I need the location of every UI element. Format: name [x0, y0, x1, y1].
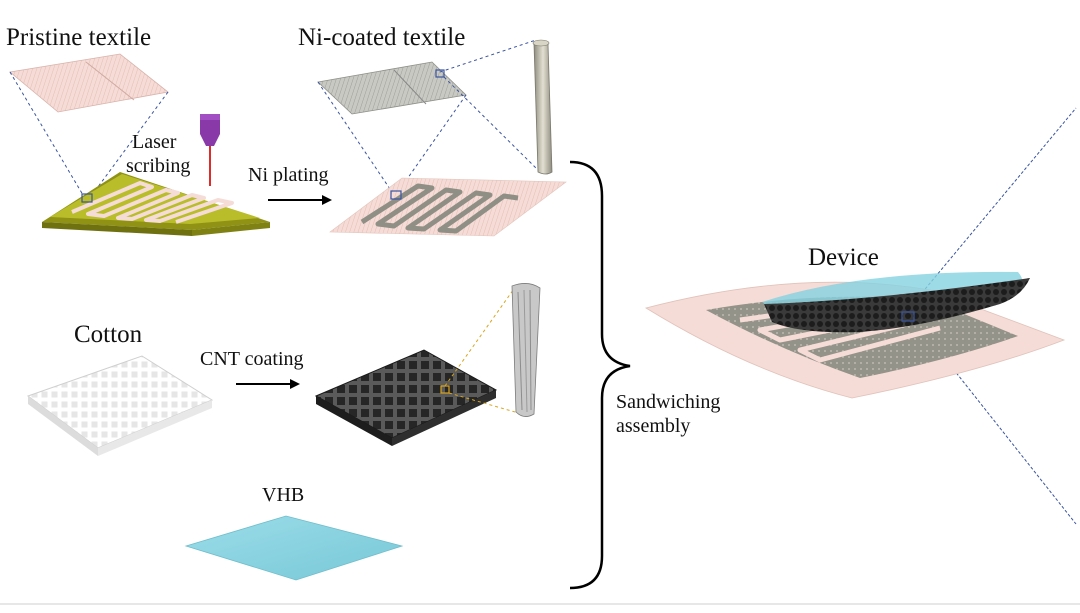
ni-coated-textile-label: Ni-coated textile — [298, 24, 466, 51]
laser-scribing-label: Laser scribing — [126, 130, 190, 178]
sandwiching-label-line1: Sandwiching — [616, 391, 721, 413]
cnt-zoom-lines — [444, 285, 523, 415]
ni-coated-textile-swatch — [317, 61, 467, 115]
assembly-brace — [569, 160, 631, 590]
cotton-fabric — [26, 355, 214, 456]
cnt-coating-arrow — [236, 379, 300, 389]
cnt-coating-label: CNT coating — [200, 348, 304, 370]
device-stack — [644, 271, 1066, 399]
laser-nozzle — [200, 114, 220, 186]
ni-coated-zoom-lines — [317, 39, 541, 193]
pristine-textile-label: Pristine textile — [6, 24, 152, 51]
ni-plated-electrode — [329, 177, 567, 237]
pristine-textile-swatch — [9, 53, 169, 113]
laser-scribed-substrate — [42, 172, 270, 236]
device-label: Device — [808, 244, 879, 271]
ni-plating-arrow — [268, 195, 332, 205]
ni-plating-label: Ni plating — [248, 164, 329, 186]
cnt-coated-fabric — [314, 349, 498, 446]
laser-label-line1: Laser — [132, 131, 177, 153]
ni-coated-fiber — [532, 39, 553, 175]
sandwiching-label-line2: assembly — [616, 415, 691, 437]
cnt-fiber-bundle — [511, 283, 541, 417]
vhb-label: VHB — [262, 484, 305, 506]
laser-label-line2: scribing — [126, 155, 191, 177]
vhb-tape — [184, 515, 404, 581]
sandwiching-assembly-label: Sandwiching assembly — [616, 390, 720, 438]
cotton-label: Cotton — [74, 321, 143, 348]
